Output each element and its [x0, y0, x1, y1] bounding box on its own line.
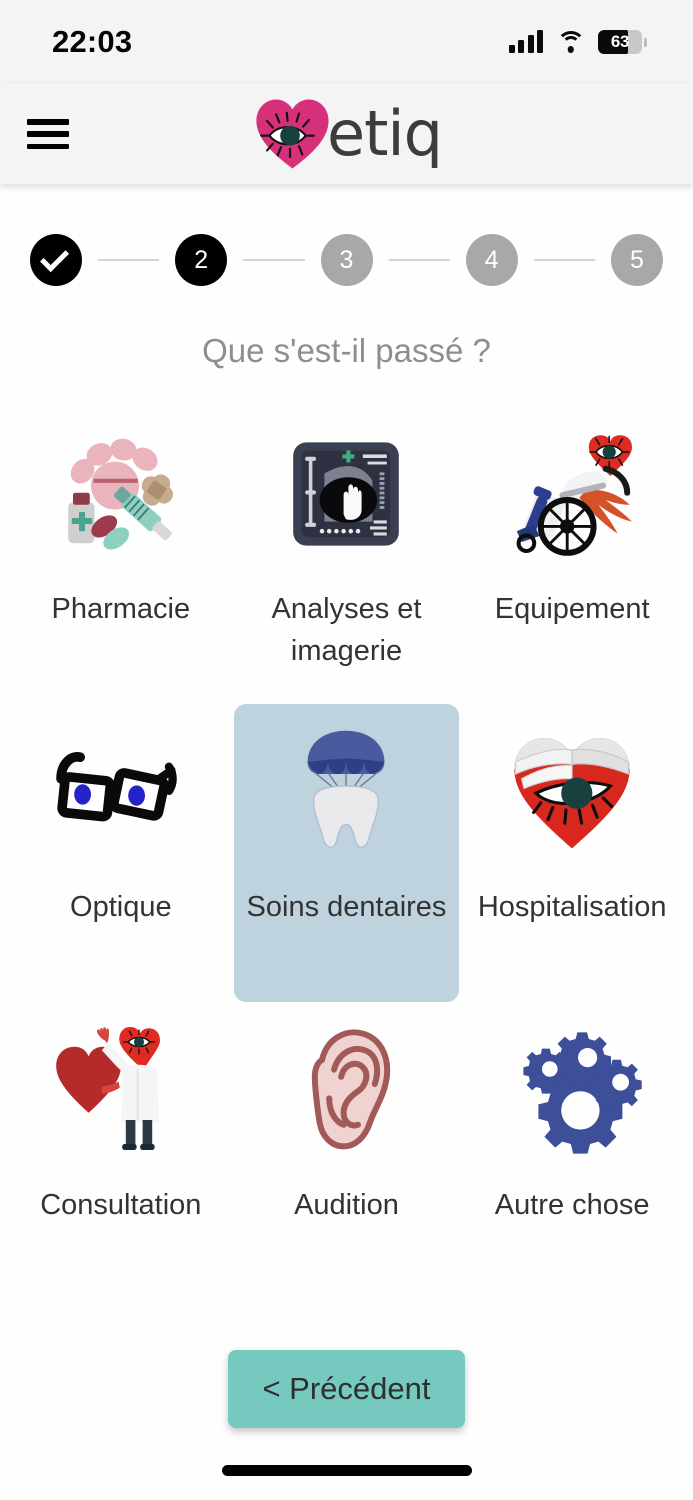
wifi-icon [556, 31, 585, 53]
tile-autre-chose[interactable]: Autre chose [459, 1002, 685, 1300]
stepper-connector-1 [98, 258, 160, 262]
doctor-heart-icon [45, 1024, 197, 1156]
progress-stepper: 2 3 4 5 [0, 184, 693, 286]
tile-label: Autre chose [494, 1189, 650, 1221]
status-indicators: 63 [508, 30, 647, 54]
tooth-parachute-icon [270, 726, 422, 858]
bandaged-heart-eye-icon [496, 726, 648, 858]
heart-eye-logo-icon [255, 99, 329, 169]
tile-consultation[interactable]: Consultation [8, 1002, 234, 1300]
category-grid: Pharmacie [0, 406, 693, 1300]
stepper-connector-2 [243, 258, 305, 262]
tile-label: Equipement [494, 593, 650, 625]
page-title: Que s'est-il passé ? [202, 332, 491, 369]
stepper-connector-3 [388, 258, 450, 262]
status-bar: 22:03 63 [0, 0, 693, 84]
tile-label: Optique [70, 891, 172, 923]
tile-optique[interactable]: Optique [8, 704, 234, 1002]
tile-label: Pharmacie [51, 593, 191, 625]
cellular-signal-icon [508, 30, 543, 53]
pharmacy-pills-syringe-icon [45, 428, 197, 560]
status-time: 22:03 [52, 24, 133, 59]
stepper-step-5[interactable]: 5 [611, 234, 663, 286]
app-header: etiq [0, 84, 693, 184]
tile-label: Consultation [40, 1189, 202, 1221]
tile-pharmacie[interactable]: Pharmacie [8, 406, 234, 704]
ear-icon [270, 1024, 422, 1156]
stepper-step-4[interactable]: 4 [465, 234, 518, 286]
battery-level-label: 63 [610, 32, 630, 51]
stepper-step-3[interactable]: 3 [320, 234, 373, 286]
stepper-step-2[interactable]: 2 [175, 234, 228, 286]
main-content: 2 3 4 5 Que s'est-il passé ? [0, 184, 693, 1500]
ultrasound-screen-icon [270, 428, 422, 560]
eyeglasses-icon [45, 726, 197, 858]
app-logo[interactable]: etiq [251, 93, 443, 175]
battery-icon: 63 [598, 30, 647, 54]
check-icon [40, 242, 70, 272]
tile-hospitalisation[interactable]: Hospitalisation [459, 704, 685, 1002]
tile-audition[interactable]: Audition [234, 1002, 460, 1300]
previous-button[interactable]: < Précédent [228, 1350, 465, 1428]
tile-label: Audition [294, 1189, 399, 1221]
tile-label: Soins dentaires [246, 891, 447, 923]
tile-soins-dentaires[interactable]: Soins dentaires [233, 704, 460, 1002]
hamburger-menu-icon[interactable] [27, 119, 69, 149]
tile-label: Analyses et imagerie [271, 593, 422, 668]
tile-label: Hospitalisation [477, 891, 667, 923]
tile-equipement[interactable]: Equipement [459, 406, 685, 704]
footer-actions: < Précédent [0, 1350, 693, 1428]
stepper-connector-4 [533, 258, 595, 262]
home-indicator [221, 1465, 472, 1476]
tile-analyses-imagerie[interactable]: Analyses et imagerie [234, 406, 460, 704]
stepper-step-1[interactable] [30, 234, 82, 286]
wheelchair-icon [496, 428, 648, 560]
logo-text: etiq [326, 97, 443, 170]
gears-icon [496, 1024, 648, 1156]
